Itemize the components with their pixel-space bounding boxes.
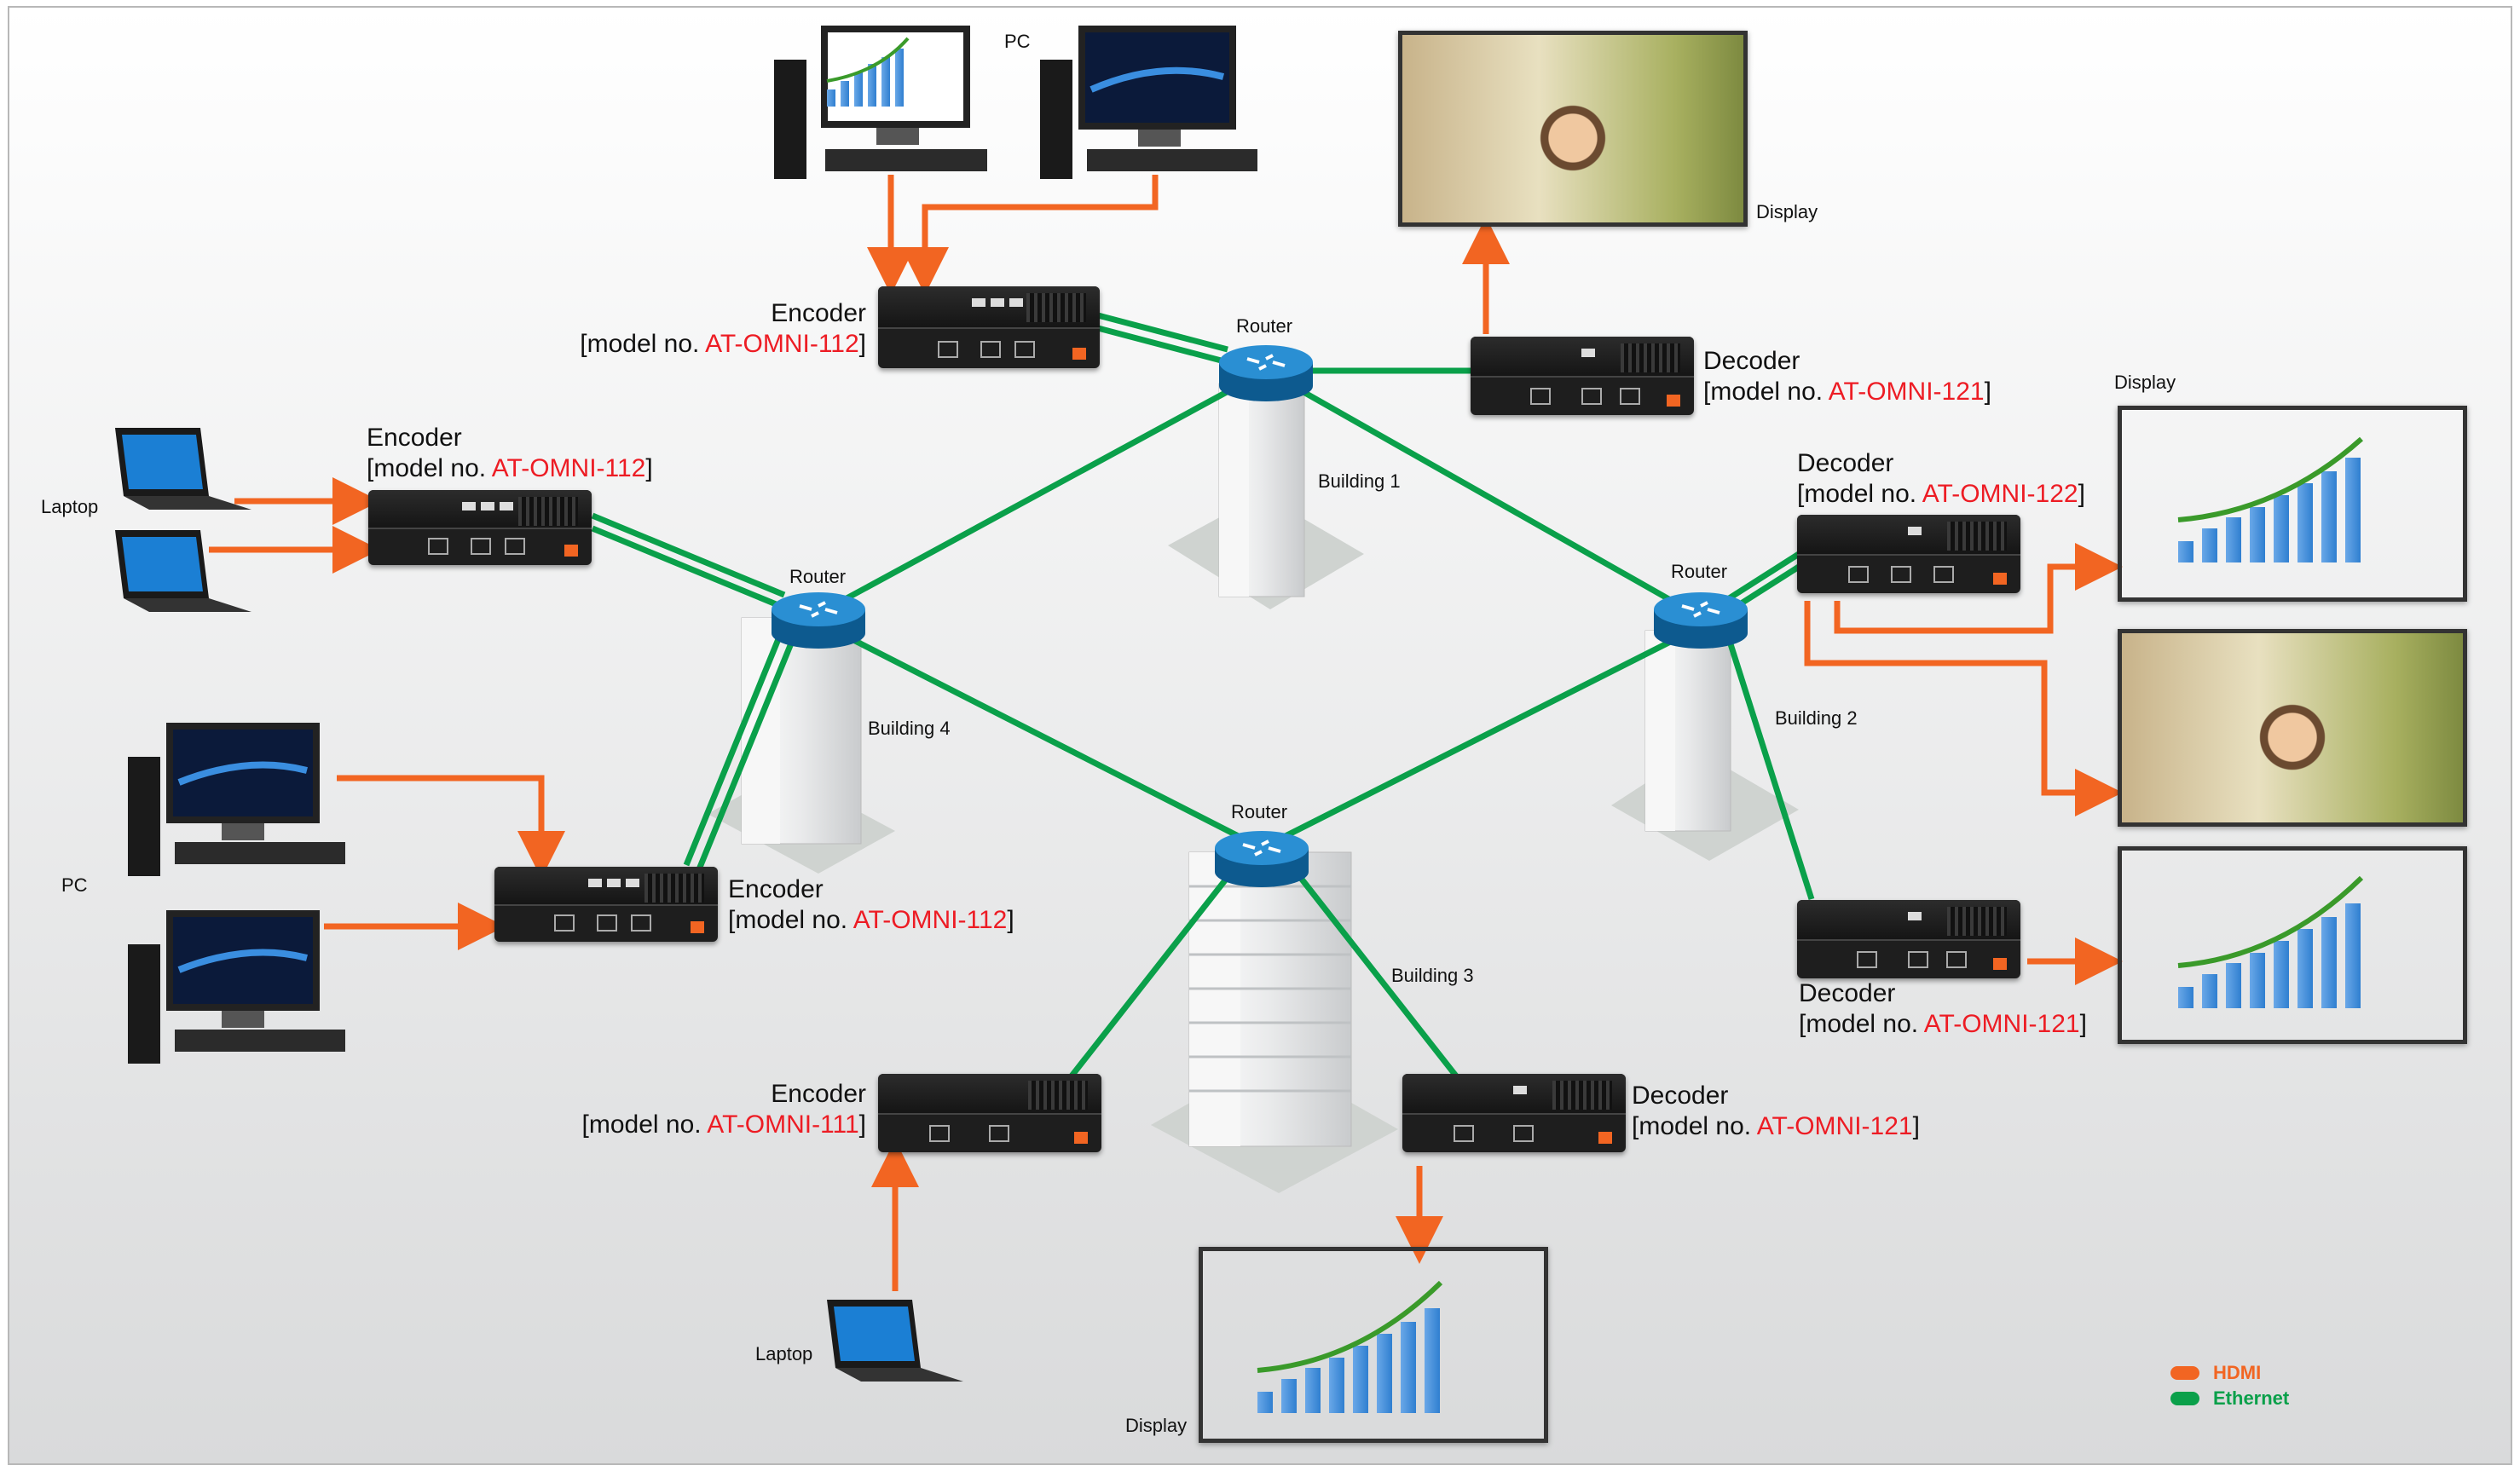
decoder-device — [1797, 515, 2020, 593]
device-type: Encoder — [771, 1080, 866, 1108]
device-type: Decoder — [1799, 979, 1896, 1007]
model-suffix: ] — [1984, 378, 1991, 406]
ethernet-links — [591, 312, 1815, 1081]
decoder-device — [1402, 1074, 1626, 1152]
display-screen — [2118, 406, 2467, 602]
device-type: Encoder — [771, 299, 866, 327]
device-label-encoder-left: Encoder [model no. AT-OMNI-112] — [367, 423, 653, 484]
model-suffix: ] — [1912, 1112, 1920, 1140]
router-icon — [772, 592, 865, 649]
device-type: Encoder — [728, 875, 824, 903]
router-label: Router — [1671, 561, 1728, 582]
device-label-encoder-bottom: Encoder [model no. AT-OMNI-111] — [582, 1079, 866, 1140]
model-prefix: [model no. — [1799, 1010, 1924, 1038]
router-icon — [1215, 831, 1309, 887]
display-screen — [2118, 629, 2467, 827]
model-number: AT-OMNI-111 — [707, 1110, 859, 1139]
model-prefix: [model no. — [728, 906, 853, 934]
building-3 — [1151, 851, 1398, 1193]
model-number: AT-OMNI-121 — [1756, 1112, 1913, 1140]
hdmi-links — [209, 175, 2123, 1291]
pc-label: PC — [61, 874, 88, 896]
pc-icon — [128, 910, 345, 1064]
building-1 — [1168, 383, 1364, 609]
display-label: Display — [2114, 372, 2176, 393]
building-label: Building 3 — [1391, 965, 1474, 986]
model-prefix: [model no. — [1703, 378, 1829, 406]
chart-graphic — [826, 37, 910, 107]
display-label: Display — [1756, 201, 1818, 222]
device-type: Decoder — [1632, 1082, 1729, 1110]
building-label: Building 4 — [868, 718, 951, 739]
building-label: Building 1 — [1318, 470, 1401, 492]
router-label: Router — [1231, 801, 1288, 822]
model-prefix: [model no. — [580, 330, 706, 358]
decoder-device — [1797, 900, 2020, 978]
model-prefix: [model no. — [367, 454, 492, 482]
encoder-device — [878, 1074, 1101, 1152]
pc-label: PC — [1004, 31, 1031, 52]
laptop-label: Laptop — [755, 1343, 813, 1364]
building-2 — [1611, 630, 1799, 861]
encoder-device — [878, 286, 1100, 368]
encoder-device — [368, 490, 592, 565]
hdmi-legend-swatch — [2170, 1366, 2199, 1380]
router-icon — [1219, 345, 1313, 401]
model-prefix: [model no. — [1797, 480, 1922, 508]
model-suffix: ] — [2079, 1010, 2087, 1038]
building-label: Building 2 — [1775, 707, 1858, 729]
chart-graphic — [2177, 875, 2364, 1008]
device-label-encoder-top: Encoder [model no. AT-OMNI-112] — [580, 298, 866, 360]
model-number: AT-OMNI-121 — [1828, 378, 1985, 406]
pc-icon — [128, 723, 345, 876]
model-prefix: [model no. — [1632, 1112, 1757, 1140]
chart-graphic — [2177, 436, 2363, 562]
diagram-background — [8, 6, 2512, 1465]
hdmi-legend-label: HDMI — [2213, 1362, 2262, 1383]
model-suffix: ] — [645, 454, 653, 482]
device-label-encoder-mid: Encoder [model no. AT-OMNI-112] — [728, 874, 1014, 936]
model-number: AT-OMNI-112 — [853, 906, 1008, 934]
ethernet-legend-swatch — [2170, 1392, 2199, 1405]
router-icon — [1654, 592, 1748, 649]
device-label-decoder-right2: Decoder [model no. AT-OMNI-121] — [1799, 978, 2087, 1040]
display-label: Display — [1125, 1415, 1188, 1436]
device-type: Encoder — [367, 424, 462, 452]
laptop-label: Laptop — [41, 496, 99, 517]
encoder-device — [494, 867, 718, 942]
laptop-icon — [827, 1300, 963, 1382]
device-label-decoder-bottom: Decoder [model no. AT-OMNI-121] — [1632, 1081, 1920, 1142]
device-label-decoder-right1: Decoder [model no. AT-OMNI-122] — [1797, 448, 2085, 510]
router-label: Router — [789, 566, 847, 587]
pc-icon — [1040, 26, 1257, 179]
model-suffix: ] — [858, 330, 866, 358]
laptop-icon — [115, 530, 251, 612]
chart-graphic — [1257, 1280, 1443, 1413]
model-suffix: ] — [858, 1110, 866, 1139]
ethernet-legend-label: Ethernet — [2213, 1387, 2290, 1409]
model-prefix: [model no. — [581, 1110, 708, 1139]
model-number: AT-OMNI-121 — [1923, 1010, 2080, 1038]
display-screen — [1199, 1247, 1548, 1443]
model-suffix: ] — [1007, 906, 1014, 934]
device-type: Decoder — [1797, 449, 1894, 477]
display-screen — [1398, 31, 1748, 227]
decoder-device — [1471, 337, 1694, 415]
model-suffix: ] — [2078, 480, 2085, 508]
model-number: AT-OMNI-112 — [705, 330, 859, 358]
model-number: AT-OMNI-112 — [491, 454, 646, 482]
display-screen — [2118, 846, 2467, 1044]
device-type: Decoder — [1703, 347, 1800, 375]
router-label: Router — [1236, 315, 1293, 337]
device-label-decoder-top: Decoder [model no. AT-OMNI-121] — [1703, 346, 1991, 407]
laptop-icon — [115, 428, 251, 510]
model-number: AT-OMNI-122 — [1922, 480, 2078, 508]
